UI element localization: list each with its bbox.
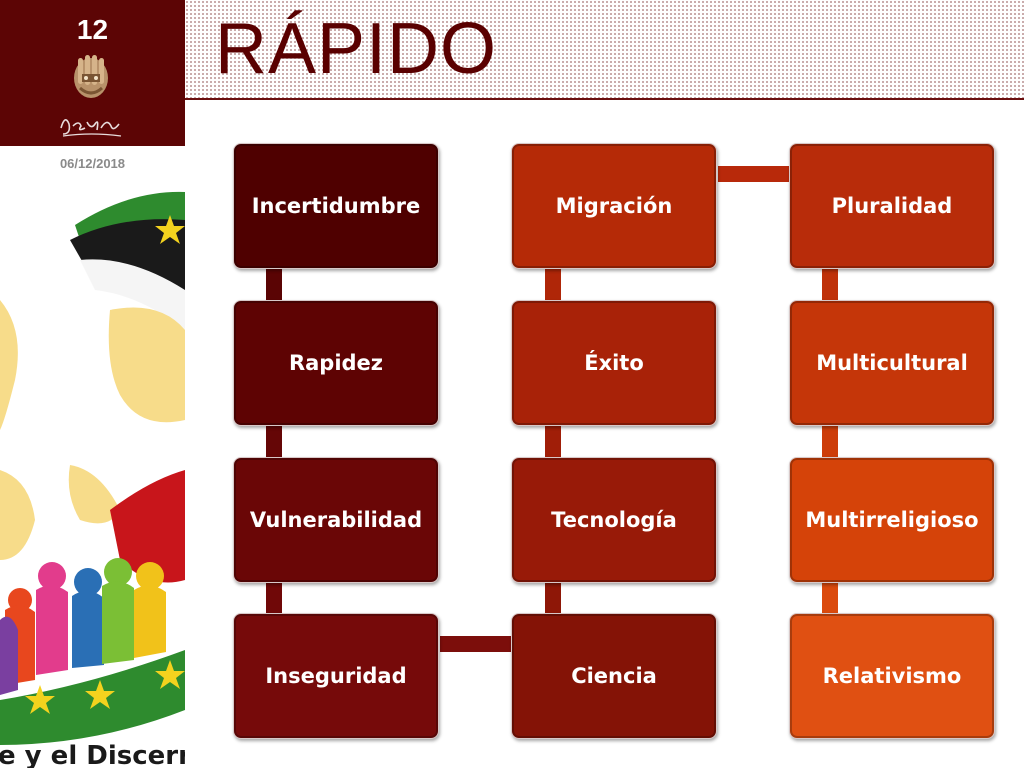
node-tecnologia: Tecnología — [511, 457, 717, 583]
event-logo-illustration: e y el Discernimi — [0, 191, 185, 768]
node-rapidez: Rapidez — [233, 300, 439, 426]
connector-col1-col2 — [440, 636, 512, 652]
slide-date: 06/12/2018 — [59, 156, 126, 171]
logo-caption: e y el Discernimi — [0, 741, 185, 768]
node-label: Tecnología — [551, 508, 677, 532]
connector-col2-col3 — [718, 166, 790, 182]
connector-col2-3 — [545, 581, 561, 615]
node-ciencia: Ciencia — [511, 613, 717, 739]
node-vulnerabilidad: Vulnerabilidad — [233, 457, 439, 583]
node-inseguridad: Inseguridad — [233, 613, 439, 739]
node-label: Vulnerabilidad — [249, 508, 423, 532]
node-label: Relativismo — [822, 664, 962, 688]
node-pluralidad: Pluralidad — [789, 143, 995, 269]
connector-col3-2 — [822, 425, 838, 459]
node-label: Multicultural — [816, 351, 968, 375]
node-exito: Éxito — [511, 300, 717, 426]
node-relativismo: Relativismo — [789, 613, 995, 739]
connector-col1-3 — [266, 581, 282, 615]
node-label: Rapidez — [288, 351, 384, 375]
signature-icon — [60, 119, 122, 137]
slide-title: RÁPIDO — [215, 9, 498, 89]
slide-badge: 12 — [0, 0, 185, 146]
node-label: Inseguridad — [265, 664, 407, 688]
node-multicultural: Multicultural — [789, 300, 995, 426]
connector-col2-1 — [545, 268, 561, 302]
slide-number: 12 — [76, 14, 109, 45]
node-label: Pluralidad — [831, 194, 953, 218]
node-label: Incertidumbre — [251, 194, 421, 218]
connector-col3-1 — [822, 268, 838, 302]
hands-logo-icon — [74, 55, 108, 98]
node-label: Migración — [555, 194, 673, 218]
node-incertidumbre: Incertidumbre — [233, 143, 439, 269]
node-migracion: Migración — [511, 143, 717, 269]
node-multirreligioso: Multirreligioso — [789, 457, 995, 583]
connector-col1-1 — [266, 268, 282, 302]
node-label: Multirreligioso — [805, 508, 979, 532]
node-label: Ciencia — [571, 664, 657, 688]
connector-col2-2 — [545, 425, 561, 459]
connector-col1-2 — [266, 425, 282, 459]
node-label: Éxito — [584, 351, 644, 375]
header-band — [185, 0, 1024, 100]
connector-col3-3 — [822, 581, 838, 615]
